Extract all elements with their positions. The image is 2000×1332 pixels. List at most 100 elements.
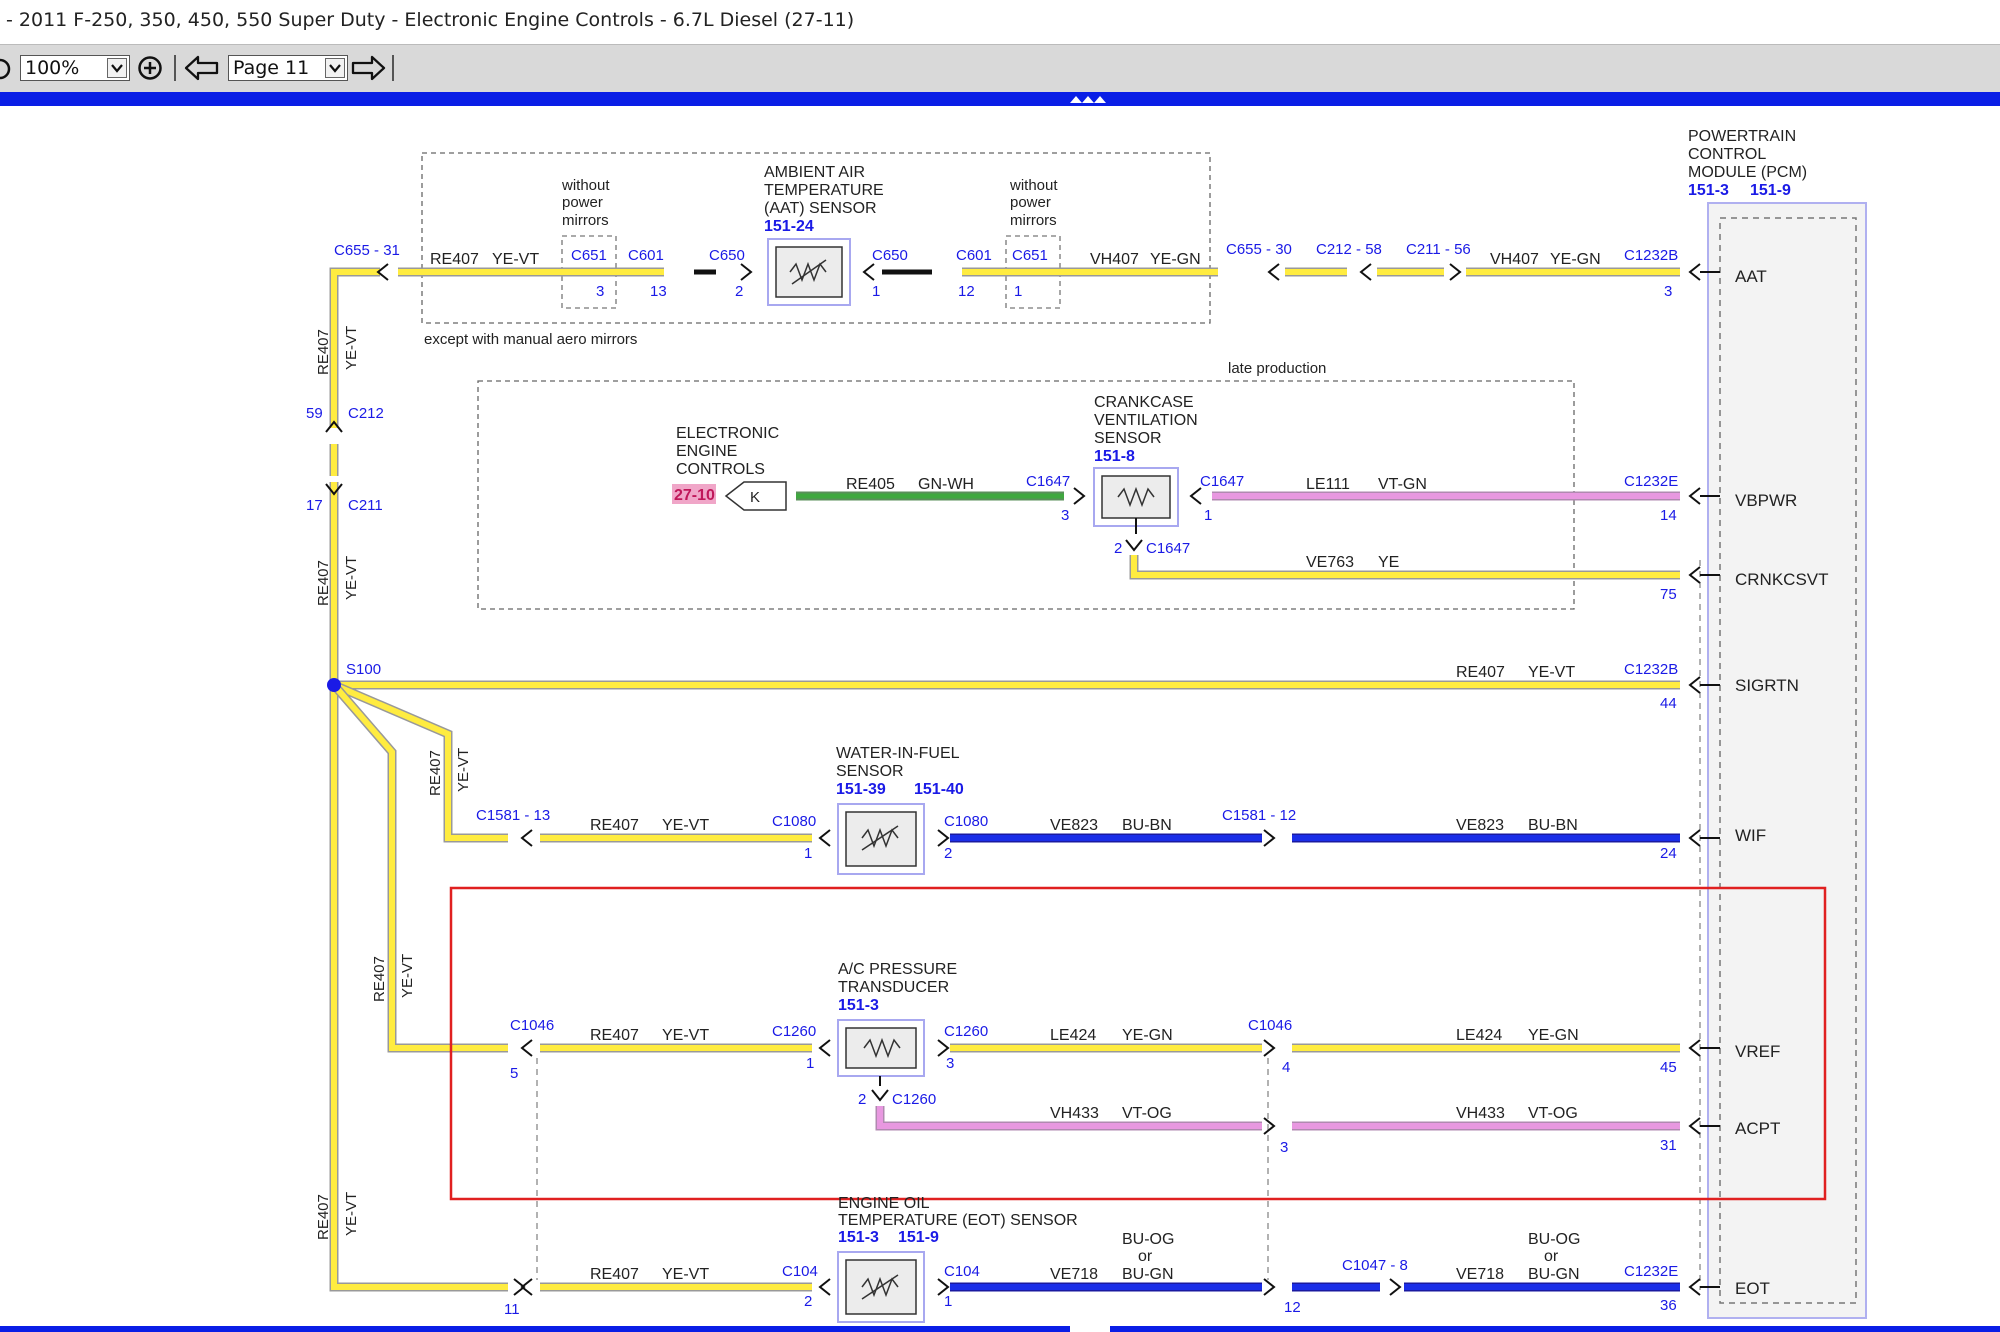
wif-branch-circuit: RE407 bbox=[427, 750, 444, 796]
eot-sensor[interactable] bbox=[837, 1251, 925, 1323]
aat-connector[interactable]: C650 bbox=[872, 247, 908, 264]
sigrtn-color-label: YE-VT bbox=[1528, 664, 1575, 681]
zoom-value: 100% bbox=[25, 57, 80, 79]
aat-connector[interactable]: C650 bbox=[709, 247, 745, 264]
aat-connector[interactable]: C651 bbox=[1012, 247, 1048, 264]
wif-sensor-ref-link[interactable]: 151-39 bbox=[836, 781, 886, 798]
eot-connector[interactable]: C104 bbox=[944, 1263, 980, 1280]
eot-color-label: or bbox=[1138, 1248, 1153, 1265]
ac-pin: 4 bbox=[1282, 1059, 1290, 1076]
aat-connector[interactable]: C601 bbox=[628, 247, 664, 264]
pcm-pin-aat: AAT bbox=[1735, 267, 1767, 286]
ac-sensor-name: TRANSDUCER bbox=[838, 979, 949, 996]
eot-connector[interactable]: C1232E bbox=[1624, 1263, 1678, 1280]
eot-sensor-ref-link[interactable]: 151-9 bbox=[898, 1229, 939, 1246]
aat-circuit-label: VH407 bbox=[1490, 251, 1539, 268]
aat-option-box bbox=[421, 152, 1211, 324]
ac-wire bbox=[540, 1043, 1680, 1131]
ac-sensor-ref-link[interactable]: 151-3 bbox=[838, 997, 879, 1014]
wif-connector[interactable]: C1581 - 13 bbox=[476, 807, 550, 824]
ac-connector[interactable]: C1260 bbox=[892, 1091, 936, 1108]
crankcase-connector[interactable]: C1647 bbox=[1146, 540, 1190, 557]
aat-connector[interactable]: C212 - 58 bbox=[1316, 241, 1382, 258]
crankcase-sensor-name: VENTILATION bbox=[1094, 412, 1198, 429]
ac-connector[interactable]: C1046 bbox=[510, 1017, 554, 1034]
eot-sensor-ref-link[interactable]: 151-3 bbox=[838, 1229, 879, 1246]
aat-sensor-ref-link[interactable]: 151-24 bbox=[764, 218, 814, 235]
crankcase-color-label: YE bbox=[1378, 554, 1399, 571]
aat-sensor-name: AMBIENT AIR bbox=[764, 164, 865, 181]
pcm-pin-labels: AAT VBPWR CRNKCSVT SIGRTN WIF VREF ACPT … bbox=[1735, 267, 1829, 1298]
ac-color-label: YE-VT bbox=[662, 1027, 709, 1044]
c212-connector[interactable]: C212 bbox=[348, 405, 384, 422]
ac-connector[interactable]: C1260 bbox=[944, 1023, 988, 1040]
aat-connector[interactable]: C651 bbox=[571, 247, 607, 264]
crankcase-circuit-label: LE111 bbox=[1306, 476, 1350, 493]
c212-pin: 59 bbox=[306, 405, 323, 422]
crankcase-connector[interactable]: C1232E bbox=[1624, 473, 1678, 490]
crankcase-pin: 2 bbox=[1114, 540, 1122, 557]
zoom-select[interactable]: 100% bbox=[20, 55, 130, 81]
aat-connector[interactable]: C655 - 30 bbox=[1226, 241, 1292, 258]
aat-connector[interactable]: C655 - 31 bbox=[334, 242, 400, 259]
eot-circuit-label: VE718 bbox=[1050, 1266, 1098, 1283]
pcm-ref-link[interactable]: 151-3 bbox=[1688, 182, 1729, 199]
eot-connector[interactable]: C104 bbox=[782, 1263, 818, 1280]
eot-color-label: BU-GN bbox=[1122, 1266, 1174, 1283]
eot-pin: 11 bbox=[504, 1301, 520, 1318]
page-select[interactable]: Page 11 bbox=[228, 55, 348, 81]
crankcase-wire bbox=[796, 491, 1680, 580]
aat-connector[interactable]: C601 bbox=[956, 247, 992, 264]
wif-circuit-label: VE823 bbox=[1456, 817, 1504, 834]
aat-pin: 3 bbox=[596, 283, 604, 300]
eot-connector[interactable]: C1047 - 8 bbox=[1342, 1257, 1408, 1274]
wif-connector[interactable]: C1080 bbox=[772, 813, 816, 830]
eot-color-label: BU-OG bbox=[1528, 1231, 1580, 1248]
c211-connector[interactable]: C211 bbox=[348, 497, 383, 514]
ac-color-label: VT-OG bbox=[1528, 1105, 1578, 1122]
ac-pin: 5 bbox=[510, 1065, 518, 1082]
crankcase-connector[interactable]: C1647 bbox=[1200, 473, 1244, 490]
collapse-toolbar-icon[interactable] bbox=[1068, 94, 1108, 104]
aat-pin: 12 bbox=[958, 283, 975, 300]
page-dropdown-icon[interactable] bbox=[325, 58, 345, 78]
aat-sensor[interactable] bbox=[767, 238, 851, 306]
aat-connector[interactable]: C1232B bbox=[1624, 247, 1678, 264]
aat-note: power bbox=[1010, 194, 1051, 211]
crankcase-sensor-ref-link[interactable]: 151-8 bbox=[1094, 448, 1135, 465]
pcm-pin-sigrtn: SIGRTN bbox=[1735, 676, 1799, 695]
zoom-in-icon[interactable] bbox=[137, 55, 163, 81]
eec-ref-link[interactable]: 27-10 bbox=[674, 487, 715, 504]
ac-branch-circuit: RE407 bbox=[371, 956, 388, 1002]
next-page-icon[interactable] bbox=[350, 55, 386, 81]
crankcase-pin: 14 bbox=[1660, 507, 1677, 524]
eot-pin: 1 bbox=[944, 1293, 952, 1310]
wif-connector[interactable]: C1581 - 12 bbox=[1222, 807, 1296, 824]
toolbar: 100% Page 11 bbox=[0, 44, 2000, 93]
pcm-ref-link[interactable]: 151-9 bbox=[1750, 182, 1791, 199]
ac-connector[interactable]: C1046 bbox=[1248, 1017, 1292, 1034]
wif-sensor[interactable] bbox=[837, 803, 925, 875]
crankcase-sensor[interactable] bbox=[1093, 467, 1179, 534]
ac-pin: 3 bbox=[946, 1055, 954, 1072]
wif-sensor-ref-link[interactable]: 151-40 bbox=[914, 781, 964, 798]
aat-pin: 13 bbox=[650, 283, 667, 300]
wif-circuit-label: VE823 bbox=[1050, 817, 1098, 834]
eot-sensor-name: TEMPERATURE (EOT) SENSOR bbox=[838, 1212, 1078, 1229]
wif-branch-color: YE-VT bbox=[455, 748, 472, 792]
wif-connector[interactable]: C1080 bbox=[944, 813, 988, 830]
ac-circuit-label: LE424 bbox=[1456, 1027, 1502, 1044]
zoom-dropdown-icon[interactable] bbox=[107, 58, 127, 78]
previous-page-icon[interactable] bbox=[184, 55, 220, 81]
eot-pin: 36 bbox=[1660, 1297, 1677, 1314]
sigrtn-connector[interactable]: C1232B bbox=[1624, 661, 1678, 678]
aat-note: mirrors bbox=[1010, 212, 1057, 229]
aat-connector[interactable]: C211 - 56 bbox=[1406, 241, 1471, 258]
crankcase-connector[interactable]: C1647 bbox=[1026, 473, 1070, 490]
ac-circuit-label: VH433 bbox=[1456, 1105, 1505, 1122]
ac-pressure-transducer[interactable] bbox=[837, 1019, 925, 1086]
ac-color-label: YE-GN bbox=[1528, 1027, 1579, 1044]
eec-connector-k[interactable]: K bbox=[724, 481, 787, 511]
ac-connector[interactable]: C1260 bbox=[772, 1023, 816, 1040]
zoom-out-icon[interactable] bbox=[0, 57, 12, 81]
